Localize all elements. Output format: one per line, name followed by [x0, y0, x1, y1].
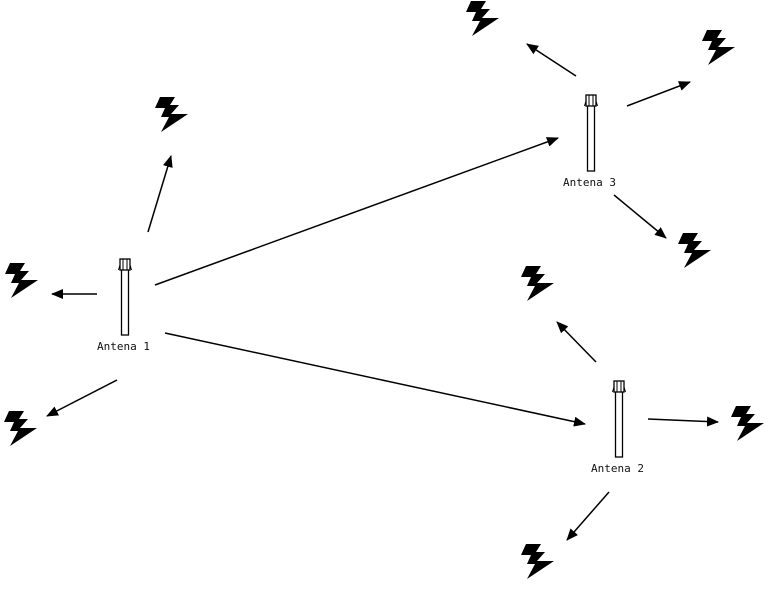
antenna-tower-3 [583, 94, 599, 172]
lightning-bolt-icon [731, 406, 764, 441]
emission-arrow [46, 379, 118, 417]
lightning-bolt-icon [4, 411, 37, 446]
lightning-bolt-icon [521, 266, 554, 301]
emission-arrow [147, 155, 173, 233]
antenna-tower-1 [117, 258, 133, 336]
emission-arrow [647, 416, 719, 427]
emission-arrow [566, 491, 610, 541]
lightning-bolt-icon [702, 30, 735, 65]
antenna-1-label: Antena 1 [97, 340, 150, 353]
lightning-bolt-icon [521, 544, 554, 579]
lightning-bolt-icon [155, 97, 188, 132]
lightning-bolt-icon [678, 233, 711, 268]
emission-arrow [526, 43, 577, 77]
antenna-tower-2 [611, 380, 627, 458]
lightning-bolt-icon [466, 1, 499, 36]
link-arrow-antena1-to-antena2 [164, 332, 586, 427]
antenna-2-label: Antena 2 [591, 462, 644, 475]
emission-arrow [613, 194, 667, 239]
emission-arrow [626, 81, 691, 107]
antenna-3-label: Antena 3 [563, 176, 616, 189]
lightning-bolt-icon [5, 263, 38, 298]
emission-arrow [556, 321, 597, 363]
link-arrow-antena1-to-antena3 [154, 137, 559, 286]
